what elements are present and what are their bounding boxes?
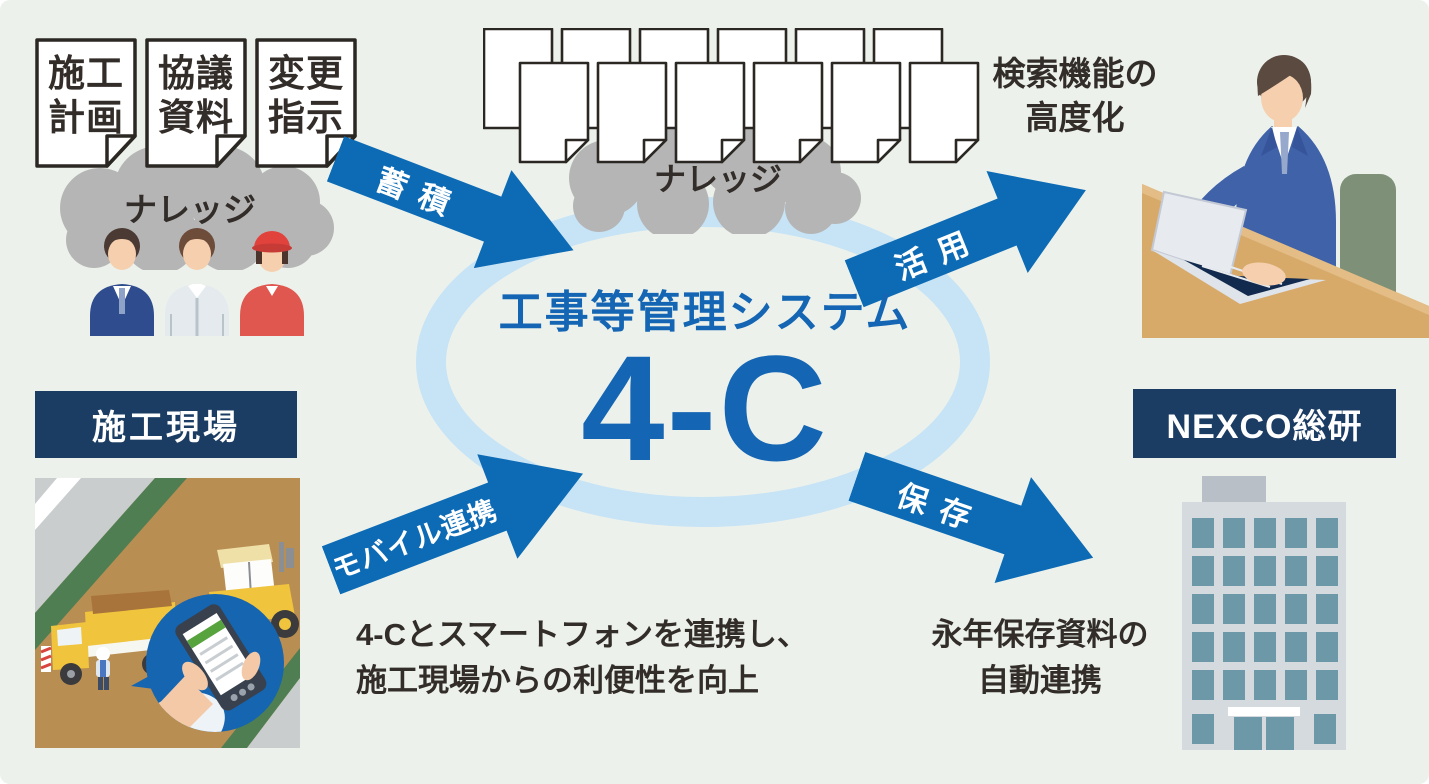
document-kyougi-shiryou: 協議 資料 — [145, 38, 247, 168]
laptop-icon — [1150, 190, 1326, 304]
smartphone-icon — [175, 604, 267, 711]
system-title: 工事等管理システム — [498, 288, 912, 337]
document-label: 協議 資料 — [158, 53, 234, 138]
workers-group-icon — [90, 228, 304, 336]
worker-suit-icon — [90, 228, 154, 336]
search-caption: 検索機能の 高度化 — [992, 55, 1158, 136]
document-sekou-keikaku: 施工 計画 — [35, 38, 137, 168]
knowledge-cloud-left-label: ナレッジ — [124, 191, 256, 228]
site-label: 施工現場 — [35, 391, 297, 458]
typing-hand-icon — [1242, 262, 1286, 286]
worker-jacket-icon — [165, 228, 229, 336]
documents-stack-icon — [483, 28, 980, 164]
knowledge-cloud-center-label: ナレッジ — [653, 161, 782, 197]
office-building-icon — [1182, 476, 1346, 750]
system-block: 工事等管理システム 4-C — [408, 288, 1002, 492]
document-icon — [145, 38, 247, 168]
smartphone-callout-icon — [131, 594, 284, 732]
office-worker-icon — [1142, 55, 1429, 338]
document-icon — [35, 38, 137, 168]
nexco-label: NEXCO総研 — [1133, 389, 1396, 458]
site-worker-icon — [96, 647, 110, 690]
worker-redcap-icon — [240, 231, 304, 336]
document-label: 変更 指示 — [268, 53, 344, 138]
system-name: 4-C — [581, 324, 829, 492]
document-label: 施工 計画 — [48, 53, 124, 138]
archive-caption: 永年保存資料の 自動連携 — [931, 617, 1149, 698]
mobile-caption: 4-Cとスマートフォンを連携し、 施工現場からの利便性を向上 — [356, 617, 809, 698]
construction-site-icon — [35, 478, 300, 748]
